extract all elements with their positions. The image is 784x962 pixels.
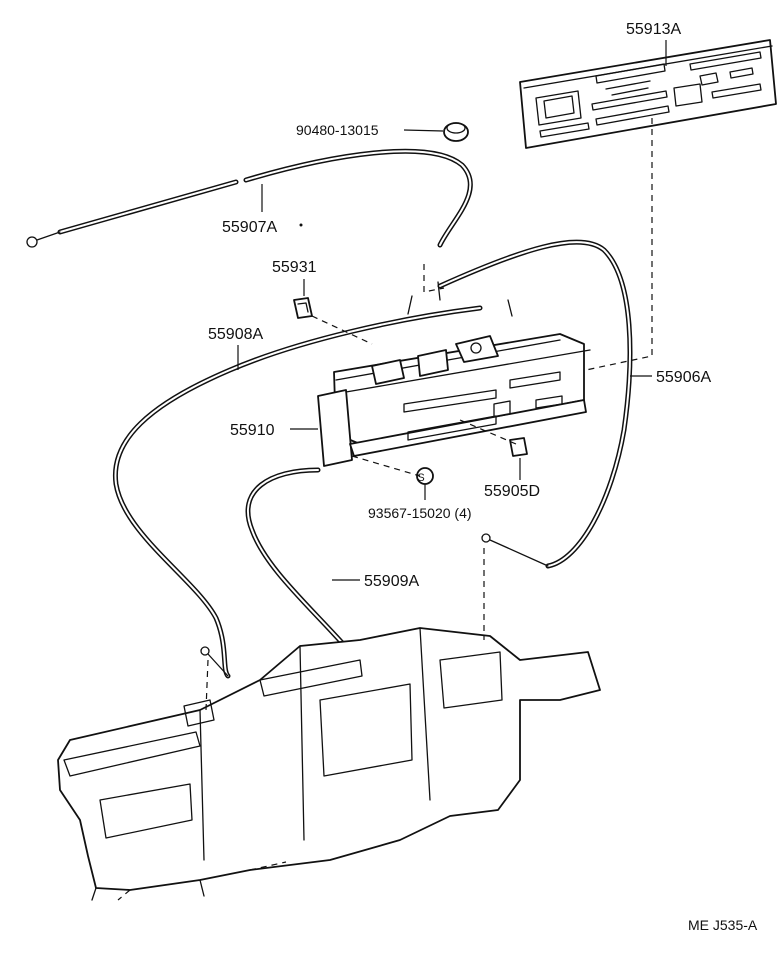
cable-55906A [437, 239, 652, 569]
clip-55931 [293, 279, 313, 319]
cable-55908A [112, 305, 483, 679]
diagram-code: ME J535-A [688, 917, 758, 933]
cable-55907A [26, 148, 473, 248]
heater-unit [57, 627, 601, 901]
label-90480-13015: 90480-13015 [296, 122, 379, 138]
knob-90480 [403, 122, 469, 142]
label-55909A: 55909A [364, 573, 419, 590]
label-55931: 55931 [272, 259, 317, 276]
control-panel-face [519, 39, 777, 149]
label-55913A: 55913A [626, 21, 681, 38]
label-93567-15020: 93567-15020 (4) [368, 505, 472, 521]
alignment-lines [205, 118, 653, 711]
label-55906A: 55906A [656, 369, 711, 386]
screw-symbol: S [417, 472, 424, 484]
label-55907A: 55907A [222, 219, 277, 236]
label-55905D: 55905D [484, 483, 540, 500]
clip-55905D [509, 437, 528, 480]
label-55908A: 55908A [208, 326, 263, 343]
screw-93567 [416, 467, 434, 500]
heater-control-body [290, 281, 591, 467]
label-55910: 55910 [230, 422, 275, 439]
